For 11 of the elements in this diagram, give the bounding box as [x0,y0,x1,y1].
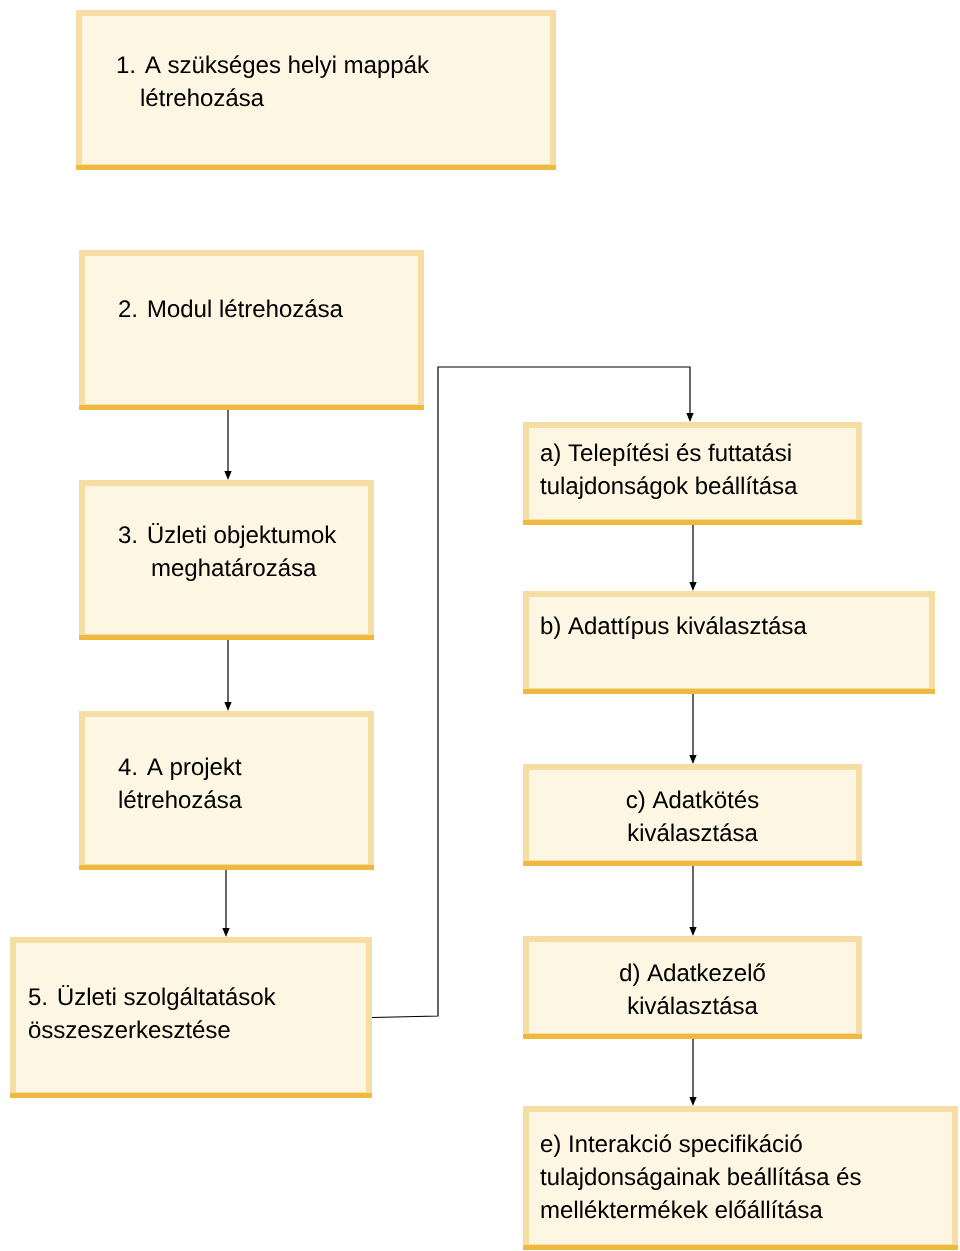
process-box: 5. Üzleti szolgáltatások összeszerkesztése [10,937,372,1098]
process-box: a) Telepítési és futtatási tulajdonságok beállítása [523,422,862,525]
process-box: e) Interakció specifikáció tulajdonságainak beállítása és melléktermékek előállítása [523,1106,958,1250]
process-box: c) Adatkötés kiválasztása [523,764,862,866]
process-box: d) Adatkezelő kiválasztása [523,936,862,1039]
arrow [371,366,694,1019]
process-box: 3. Üzleti objektumok meghatározása [79,480,374,640]
process-box: 2. Modul létrehozása [79,250,424,410]
process-box: 1. A szükséges helyi mappák létrehozása [76,10,556,170]
process-box: b) Adattípus kiválasztása [523,591,935,694]
process-box: 4. A projekt létrehozása [79,711,374,870]
